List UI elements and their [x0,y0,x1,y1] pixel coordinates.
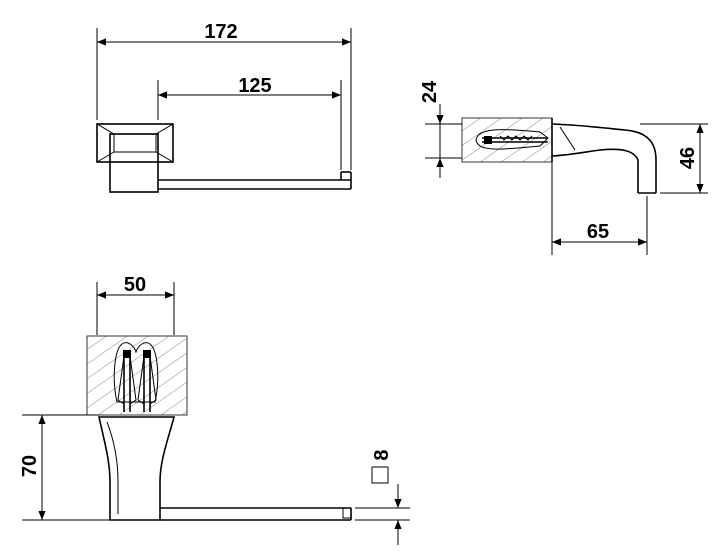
dimension-projection: 65 [551,162,648,255]
bar-front [160,507,352,521]
wall-plate-top [96,123,174,163]
holder-body-top [109,133,159,193]
bar-top [158,171,352,190]
dimension-label-8: 8 [371,449,393,460]
front-view: 50 [19,274,410,545]
dimension-side-height: 46 [640,123,708,194]
dimension-bar-length: 125 [158,75,341,99]
wall-anchor-side [475,129,549,150]
side-view: 24 46 65 [419,80,708,255]
dimension-label-125: 125 [238,75,271,97]
dimension-overall-length: 172 [97,21,351,46]
dimension-width: 50 [96,274,175,335]
dimension-wall-block-height: 24 [419,80,462,178]
dimension-front-height: 70 [19,414,110,521]
dimension-label-50: 50 [124,274,146,296]
dimension-bar-section: 8 [355,449,410,545]
dimension-label-172: 172 [204,21,237,43]
holder-arm-side [551,118,657,194]
holder-body-front [98,416,176,521]
square-section-symbol [371,466,389,484]
dimension-label-46: 46 [677,147,699,169]
dimension-label-70: 70 [19,455,41,477]
wall-anchors-front [113,342,159,412]
top-view: 172 125 [96,21,352,193]
dimension-label-65: 65 [587,221,609,243]
wall-section-front [86,335,188,416]
dimension-label-24: 24 [419,80,441,103]
